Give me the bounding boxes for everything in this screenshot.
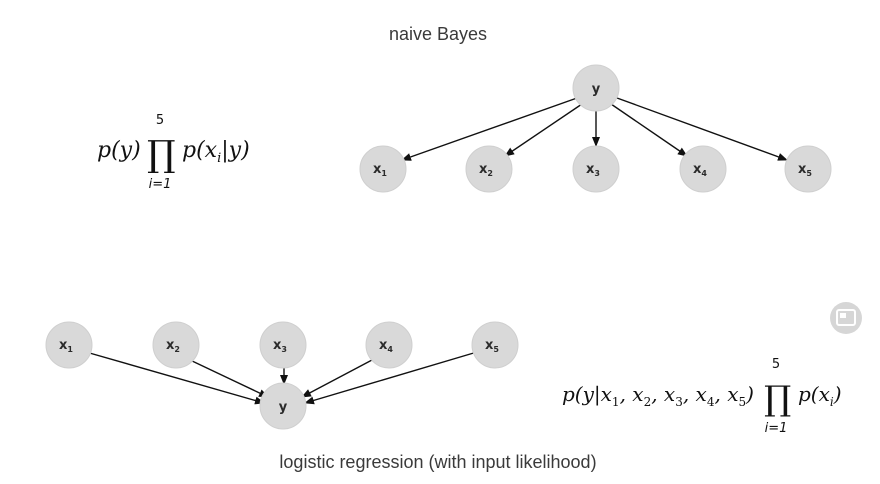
edge-x4-y bbox=[301, 359, 373, 398]
formula-suffix-end: |y) bbox=[221, 138, 249, 163]
edge-y-x5 bbox=[616, 97, 788, 161]
svg-text:x3: x3 bbox=[586, 162, 600, 178]
svg-text:x3: x3 bbox=[273, 338, 287, 354]
edge-y-x1 bbox=[401, 97, 578, 161]
lr-formula-suffix: p(x bbox=[798, 382, 830, 406]
edge-y-x2 bbox=[504, 103, 583, 157]
svg-text:x5: x5 bbox=[798, 162, 812, 178]
lr-formula-prefix: p(y|x bbox=[562, 382, 612, 407]
svg-text:y: y bbox=[592, 82, 601, 97]
node-lr-y: y bbox=[259, 382, 307, 430]
edge-x5-y bbox=[304, 351, 478, 405]
svg-text:x2: x2 bbox=[166, 338, 180, 354]
svg-text:p(xi): p(xi) bbox=[798, 382, 842, 409]
formula-prefix: p(y) bbox=[97, 138, 141, 163]
picture-in-picture-icon[interactable] bbox=[830, 302, 862, 334]
logistic-regression-title: logistic regression (with input likeliho… bbox=[279, 452, 596, 472]
formula-suffix-sub: i bbox=[217, 151, 221, 166]
edge-y-x4 bbox=[610, 103, 688, 157]
svg-text:x1: x1 bbox=[59, 338, 73, 354]
node-lr-x4: x4 bbox=[365, 321, 413, 369]
product-upper-bound: 5 bbox=[156, 113, 164, 128]
naive-bayes-formula: p(y) ∏ 5 i=1 p(xi|y) bbox=[97, 113, 250, 192]
node-y: y bbox=[572, 64, 620, 112]
svg-text:y: y bbox=[279, 400, 288, 415]
node-x5: x5 bbox=[784, 145, 832, 193]
formula-suffix: p(x bbox=[182, 138, 218, 163]
logistic-nodes: x1 x2 x3 x4 x5 y bbox=[45, 321, 519, 430]
svg-text:p(xi|y): p(xi|y) bbox=[182, 138, 250, 166]
node-x1: x1 bbox=[359, 145, 407, 193]
edge-x1-y bbox=[85, 351, 265, 405]
node-x3: x3 bbox=[572, 145, 620, 193]
node-lr-x2: x2 bbox=[152, 321, 200, 369]
logistic-edges bbox=[85, 351, 478, 405]
svg-text:x2: x2 bbox=[479, 162, 493, 178]
svg-text:x1: x1 bbox=[373, 162, 387, 178]
svg-text:p(y|x1, x2, x3, x4, x5): p(y|x1, x2, x3, x4, x5) bbox=[562, 382, 754, 409]
node-lr-x1: x1 bbox=[45, 321, 93, 369]
svg-text:x4: x4 bbox=[693, 162, 707, 178]
naive-bayes-title: naive Bayes bbox=[389, 24, 487, 44]
product-symbol: ∏ bbox=[147, 134, 176, 175]
node-x2: x2 bbox=[465, 145, 513, 193]
logistic-formula: p(y|x1, x2, x3, x4, x5) ∏ 5 i=1 p(xi) bbox=[562, 357, 842, 436]
lr-product-lower: i=1 bbox=[765, 421, 788, 436]
node-x4: x4 bbox=[679, 145, 727, 193]
naive-bayes-edges bbox=[401, 97, 788, 161]
svg-text:x5: x5 bbox=[485, 338, 499, 354]
edge-x2-y bbox=[189, 359, 269, 398]
product-lower-bound: i=1 bbox=[149, 177, 172, 192]
node-lr-x5: x5 bbox=[471, 321, 519, 369]
node-lr-x3: x3 bbox=[259, 321, 307, 369]
naive-bayes-nodes: y x1 x2 x3 x4 x5 bbox=[359, 64, 832, 193]
lr-product-upper: 5 bbox=[772, 357, 780, 372]
lr-product-symbol: ∏ bbox=[764, 379, 791, 419]
svg-text:x4: x4 bbox=[379, 338, 393, 354]
